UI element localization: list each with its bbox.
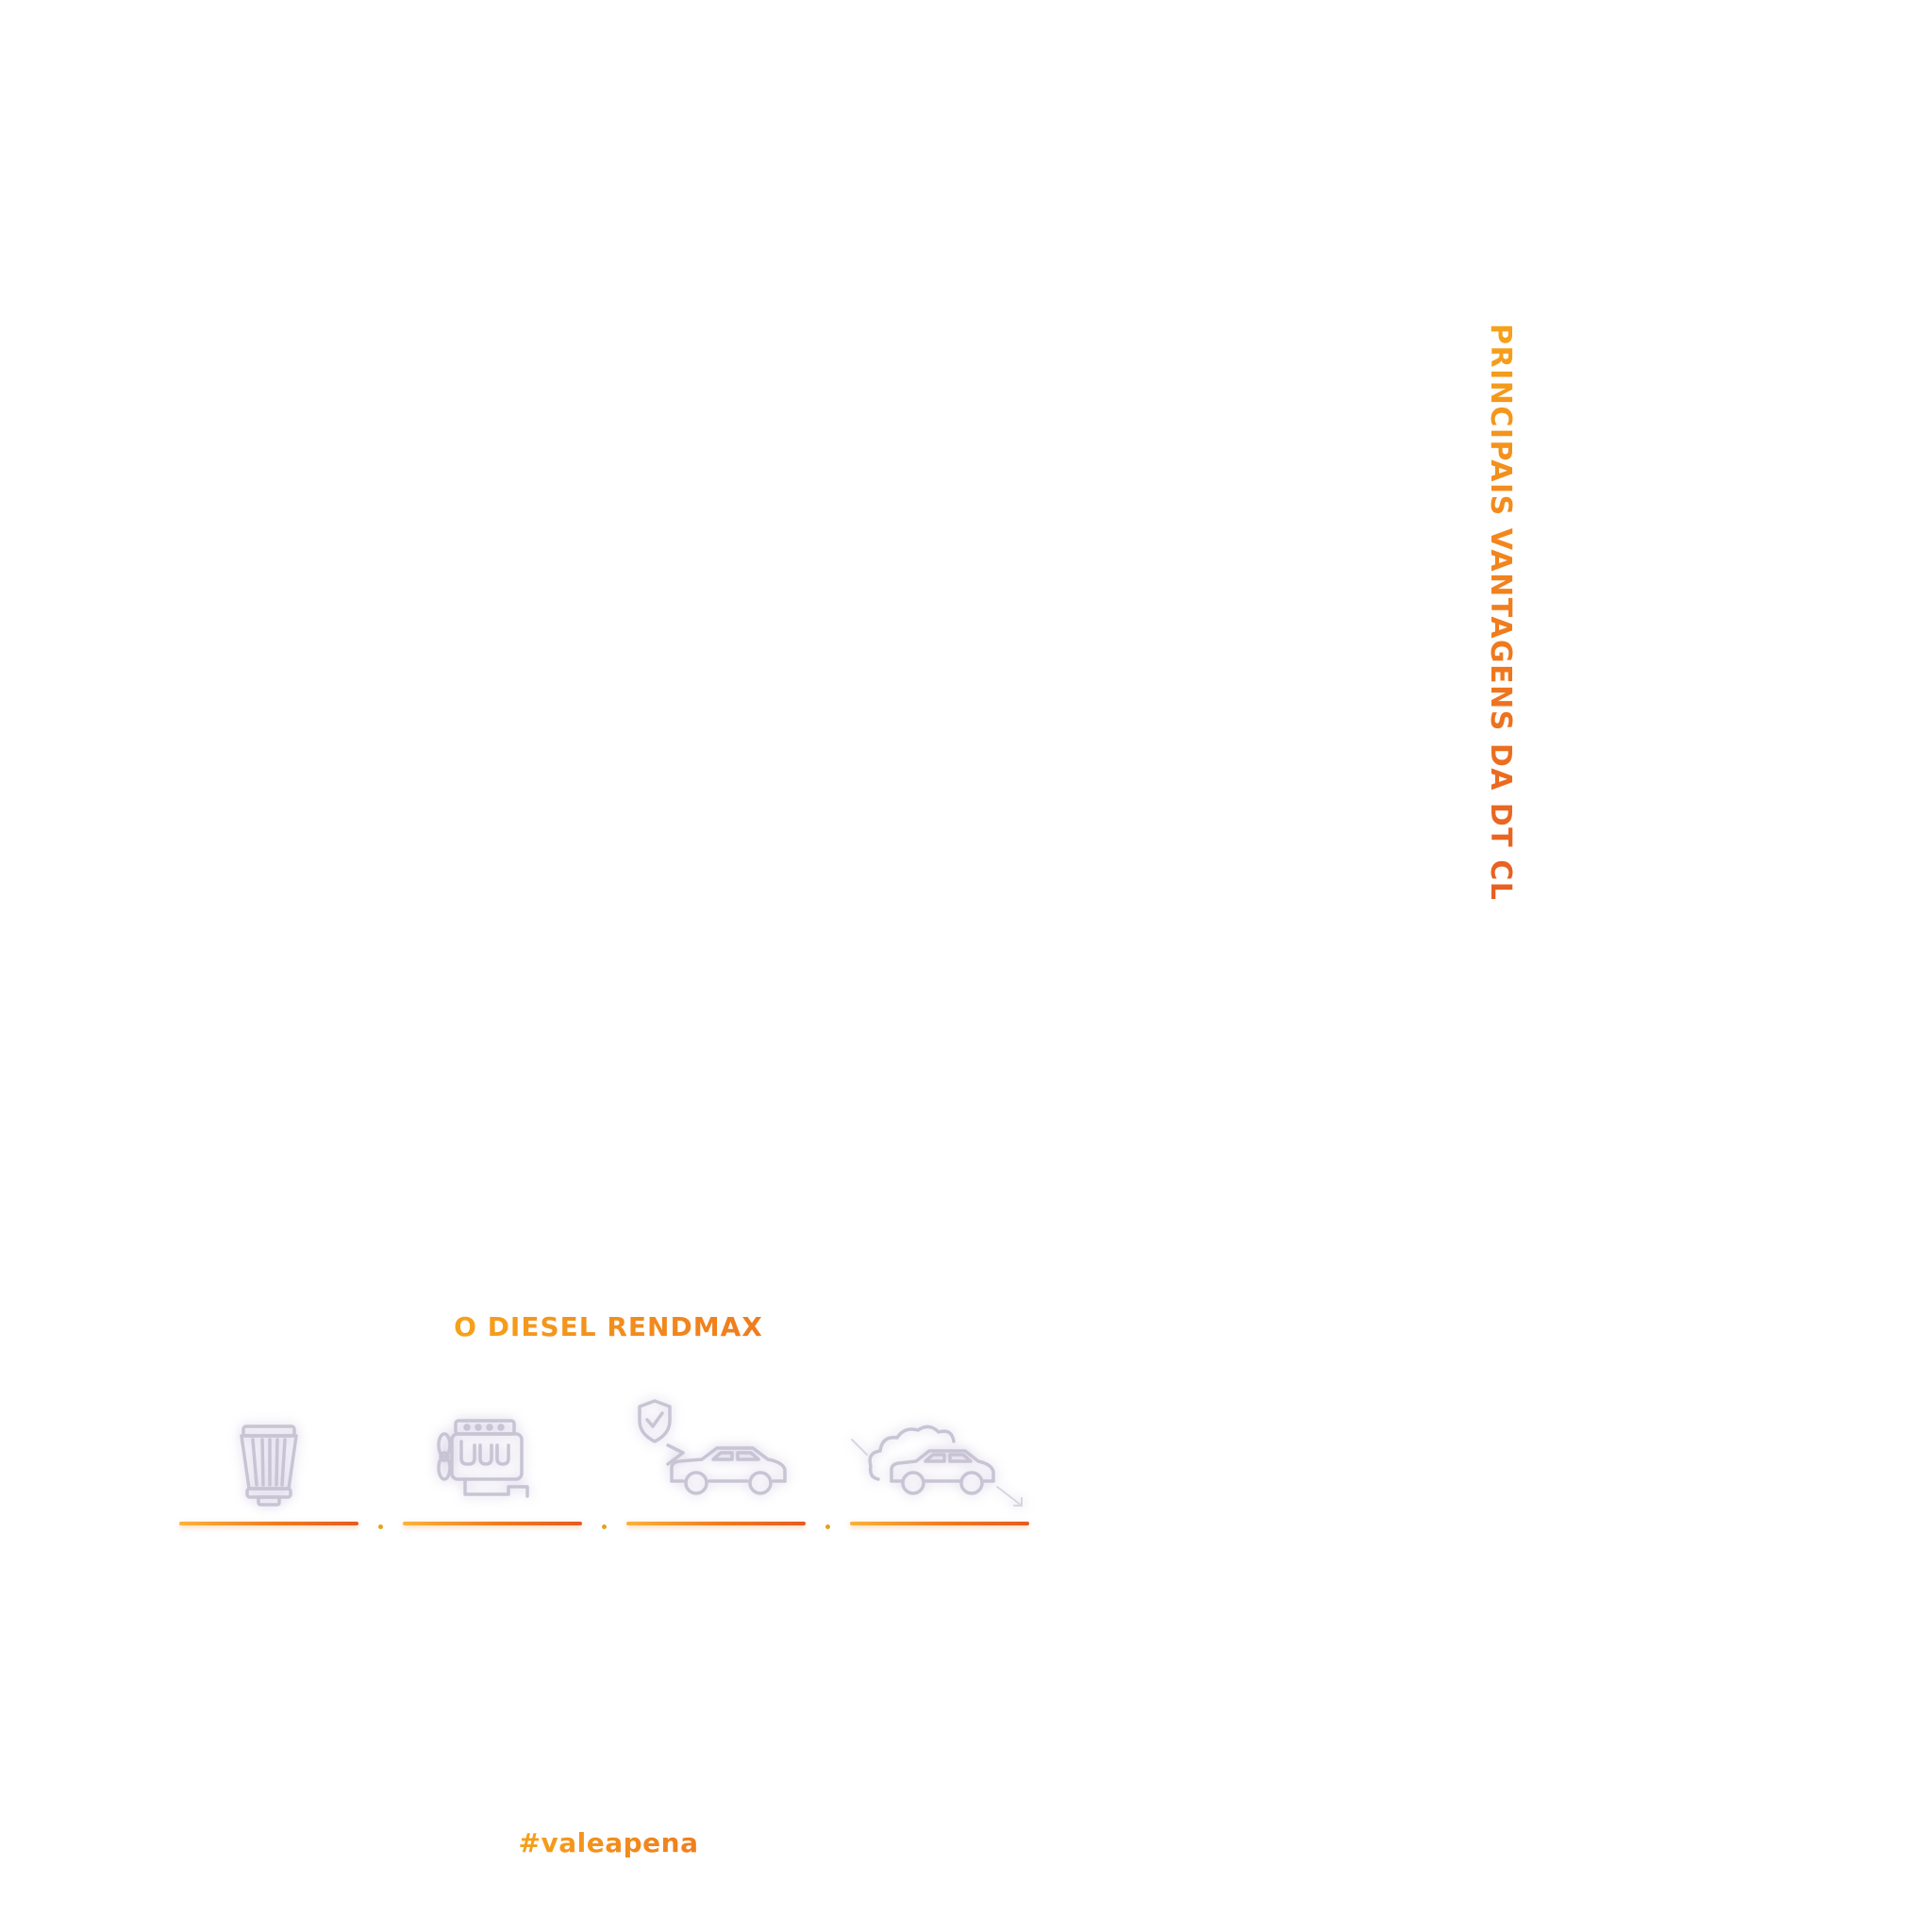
feature-underline: [850, 1522, 1029, 1525]
section-subtitle: O DIESEL RENDMAX: [454, 1311, 763, 1342]
feature-underline: [179, 1522, 358, 1525]
hashtag: #valeapena: [509, 1827, 708, 1858]
feature-underline: [626, 1522, 806, 1525]
engine-icon: [437, 1419, 529, 1498]
separator-dot: [602, 1524, 607, 1529]
separator-dot: [825, 1524, 830, 1529]
feature-underline: [403, 1522, 582, 1525]
separator-dot: [378, 1524, 383, 1529]
feature-low-emissions: [850, 1396, 1029, 1538]
page-title: PRINCIPAIS VANTAGENS DA DT CLEAN: [1479, 324, 1521, 971]
feature-engine: [403, 1396, 582, 1538]
air-filter-icon: [240, 1424, 298, 1507]
car-protection-shield-icon: [638, 1399, 787, 1495]
car-low-emissions-icon: [851, 1424, 1023, 1507]
feature-air-filter: [179, 1396, 358, 1538]
feature-car-protection: [626, 1396, 806, 1538]
